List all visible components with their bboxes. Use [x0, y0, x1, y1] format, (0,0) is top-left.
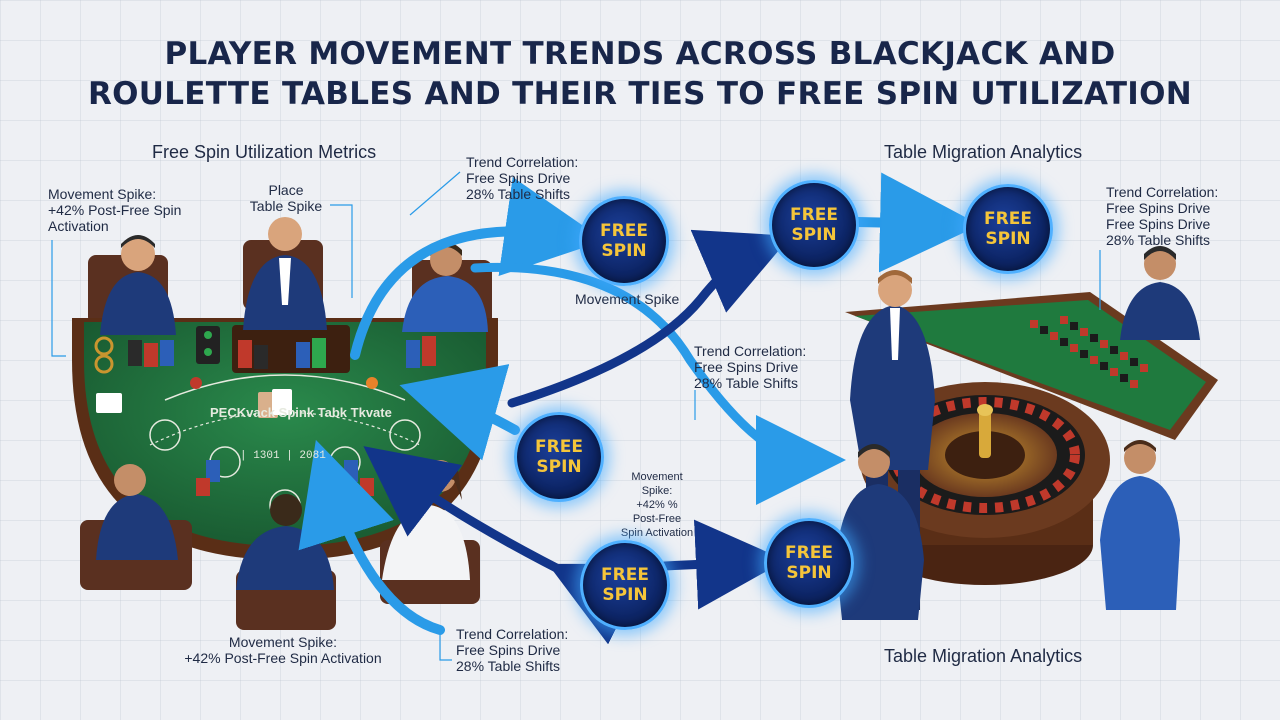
roulette-player-front-right: [1100, 440, 1180, 610]
label-movement-spike-center: Movement Spike: [575, 291, 680, 307]
croupier: [1120, 246, 1200, 340]
page-title: PLAYER MOVEMENT TRENDS ACROSS BLACKJACK …: [87, 36, 1193, 112]
label-movement-spike-small: Movement Spike: +42% % Post-Free Spin Ac…: [620, 471, 694, 539]
label-trend-top-center: Trend Correlation: Free Spins Drive 28% …: [466, 154, 579, 202]
label-trend-right: Trend Correlation: Free Spins Drive Free…: [1106, 184, 1219, 248]
label-trend-bottom: Trend Correlation: Free Spins Drive 28% …: [456, 626, 569, 674]
dealer: [243, 217, 327, 330]
chip-stacks: [94, 336, 436, 496]
label-movement-spike-bottom: Movement Spike: +42% Post-Free Spin Acti…: [184, 634, 382, 666]
label-movement-spike-topleft: Movement Spike: +42% Post-Free Spin Acti…: [48, 186, 182, 234]
table-arc-label: PECKvack Spink Tabk Tkvate: [210, 405, 392, 420]
section-table-migration-bottom: Table Migration Analytics: [884, 646, 1083, 666]
section-free-spin-metrics: Free Spin Utilization Metrics: [152, 142, 377, 162]
player-back-left: [100, 235, 176, 335]
player-back-right: [402, 242, 488, 332]
label-trend-center: Trend Correlation: Free Spins Drive 28% …: [694, 343, 807, 391]
blackjack-table: [72, 217, 498, 630]
flow-arrows: [298, 172, 980, 645]
player-front-left: [80, 464, 192, 590]
annotation-pointers: [51, 171, 1101, 661]
roulette-player-front-left: [836, 444, 924, 620]
section-table-migration-top: Table Migration Analytics: [884, 142, 1083, 162]
roulette-table: [836, 246, 1218, 620]
label-place-table-spike: Place Table Spike: [249, 182, 323, 214]
table-numbers: | 1301 | 2081: [240, 450, 326, 462]
